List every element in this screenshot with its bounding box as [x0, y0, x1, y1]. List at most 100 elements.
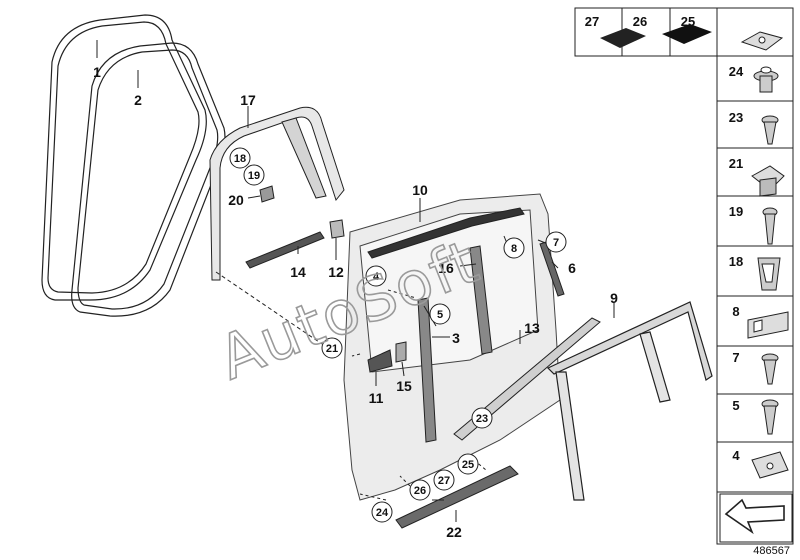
rear-door-body — [343, 193, 561, 501]
callout-circle — [429, 303, 451, 325]
callout-circle — [229, 147, 251, 169]
trim-strip-14 — [245, 231, 325, 269]
callout-13: 13 — [524, 320, 540, 336]
callout-label: 5 — [437, 309, 443, 321]
callout-12: 12 — [328, 264, 344, 280]
callout-label: 10 — [412, 182, 428, 198]
trim-strip-13 — [453, 317, 601, 441]
part-12 — [329, 219, 345, 239]
callout-7: 7 — [545, 231, 567, 253]
cover-15 — [395, 341, 407, 363]
callout-label: 1 — [93, 64, 101, 80]
window-frame-9 — [546, 301, 713, 501]
callout-8: 8 — [503, 237, 525, 259]
callout-circle — [371, 501, 393, 523]
callout-label: 23 — [476, 413, 488, 425]
expanding-nut-icon — [751, 165, 785, 197]
clip-nut-icon — [740, 31, 784, 51]
callout-27: 27 — [433, 469, 455, 491]
callout-11: 11 — [369, 390, 384, 406]
callout-label: 18 — [234, 153, 246, 165]
callout-label: 14 — [290, 264, 306, 280]
panel-label-26: 26 — [633, 14, 647, 29]
callout-3: 3 — [452, 330, 460, 346]
callout-label: 6 — [568, 260, 576, 276]
sill-strip-22 — [395, 465, 519, 529]
panel-label-19: 19 — [729, 204, 743, 219]
window-seal-10 — [367, 207, 525, 259]
screw-icon — [761, 115, 779, 145]
self-tapping-screw-icon — [761, 399, 779, 435]
window-frame-17 — [209, 106, 345, 281]
callout-9: 9 — [610, 290, 618, 306]
callout-5: 5 — [429, 303, 451, 325]
callout-26: 26 — [409, 479, 431, 501]
callout-16: 16 — [438, 260, 454, 276]
callout-label: 24 — [376, 507, 389, 519]
bracket-clip-icon — [747, 311, 789, 339]
panel-label-27: 27 — [585, 14, 599, 29]
panel-label-5: 5 — [732, 398, 739, 413]
callout-6: 6 — [568, 260, 576, 276]
callout-25: 25 — [457, 453, 479, 475]
callout-label: 27 — [438, 475, 450, 487]
panel-label-21: 21 — [729, 156, 743, 171]
callout-label: 22 — [446, 524, 462, 540]
panel-label-8: 8 — [732, 304, 739, 319]
direction-arrow-icon — [719, 493, 793, 543]
callout-label: 9 — [610, 290, 618, 306]
callout-label: 2 — [134, 92, 142, 108]
callout-2: 2 — [134, 92, 142, 108]
callout-circle — [545, 231, 567, 253]
callout-label: 13 — [524, 320, 540, 336]
callout-label: 8 — [511, 243, 517, 255]
foam-pad-icon — [662, 24, 712, 44]
callout-label: 4 — [373, 271, 380, 283]
panel-label-18: 18 — [729, 254, 743, 269]
callout-14: 14 — [290, 264, 306, 280]
speed-nut-icon — [751, 451, 789, 479]
callout-label: 25 — [462, 459, 474, 471]
push-rivet-icon — [753, 66, 779, 93]
callout-22: 22 — [446, 524, 462, 540]
callout-circle — [321, 337, 343, 359]
guide-strip-3 — [417, 297, 437, 443]
callout-21: 21 — [321, 337, 343, 359]
callout-10: 10 — [412, 182, 428, 198]
clip-icon — [757, 257, 781, 291]
panel-label-24: 24 — [729, 64, 744, 79]
callout-label: 11 — [369, 390, 384, 406]
callout-19: 19 — [243, 164, 265, 186]
callout-label: 21 — [326, 343, 338, 355]
callout-label: 12 — [328, 264, 344, 280]
reference-number: 486567 — [753, 545, 790, 557]
panel-label-7: 7 — [732, 350, 739, 365]
callout-label: 3 — [452, 330, 460, 346]
callout-label: 15 — [396, 378, 412, 394]
callout-17: 17 — [240, 92, 256, 108]
callout-label: 16 — [438, 260, 454, 276]
callout-1: 1 — [93, 64, 101, 80]
handle-11 — [367, 349, 393, 373]
guide-strip-16 — [469, 245, 493, 355]
callout-circle — [471, 407, 493, 429]
door-seal-1 — [41, 14, 207, 301]
callout-4: 4 — [365, 265, 387, 287]
callout-15: 15 — [396, 378, 412, 394]
callout-label: 17 — [240, 92, 256, 108]
callout-circle — [365, 265, 387, 287]
callout-circle — [457, 453, 479, 475]
callout-label: 20 — [228, 192, 244, 208]
part-20 — [259, 185, 275, 203]
callout-circle — [243, 164, 265, 186]
callout-18: 18 — [229, 147, 251, 169]
door-seal-2 — [71, 42, 226, 317]
screw-icon — [762, 207, 778, 245]
panel-label-23: 23 — [729, 110, 743, 125]
callout-24: 24 — [371, 501, 393, 523]
screw-icon — [761, 353, 779, 385]
callout-circle — [433, 469, 455, 491]
